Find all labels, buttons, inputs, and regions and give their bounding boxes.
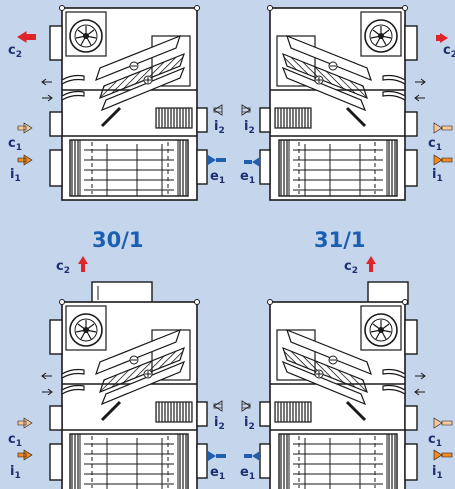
label-c2: c2 [344, 259, 358, 276]
label-c2: c2 [8, 43, 22, 60]
label-c2: c2 [56, 259, 70, 276]
title-31-1: 31/1 [314, 228, 366, 252]
label-i2: i2 [214, 415, 225, 432]
label-i2: i2 [214, 119, 225, 136]
label-e1: e1 [210, 465, 226, 482]
label-e1: e1 [240, 465, 256, 482]
airflow-arrow-icon [241, 33, 453, 167]
label-i1: i1 [432, 167, 443, 184]
label-c1: c1 [428, 432, 442, 449]
label-i2: i2 [244, 415, 255, 432]
label-e1: e1 [240, 169, 256, 186]
airflow-arrow-icon [241, 256, 453, 461]
airflow-arrow-icon [17, 256, 226, 461]
label-i1: i1 [10, 464, 21, 481]
label-i2: i2 [244, 119, 255, 136]
label-i1: i1 [432, 464, 443, 481]
label-c1: c1 [8, 432, 22, 449]
title-30-1: 30/1 [92, 228, 144, 252]
label-i1: i1 [10, 167, 21, 184]
label-e1: e1 [210, 169, 226, 186]
label-c1: c1 [8, 136, 22, 153]
label-c2: c2 [443, 43, 455, 60]
label-c1: c1 [428, 136, 442, 153]
airflow-arrow-icon [17, 31, 226, 166]
